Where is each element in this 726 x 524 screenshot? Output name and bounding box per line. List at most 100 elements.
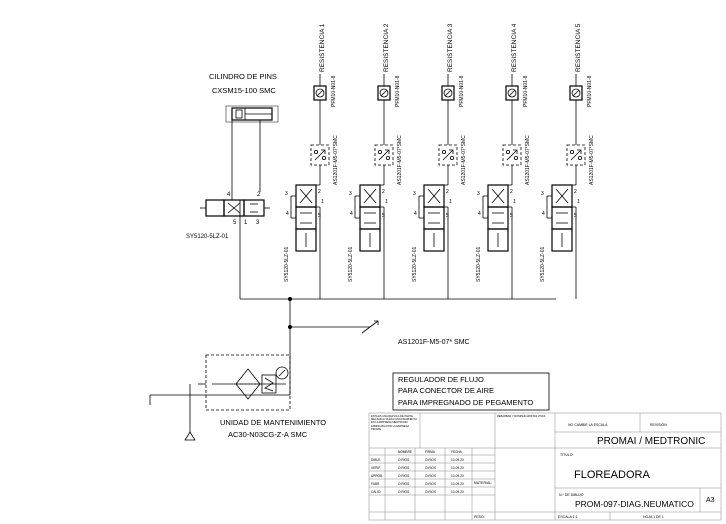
- port-label: 2: [318, 189, 321, 195]
- sensor-label: PFM10-N01-8: [331, 75, 337, 107]
- row-sign: O.RIOS: [425, 474, 436, 478]
- header-sign: FIRMA: [425, 450, 436, 454]
- port-label: 3: [285, 191, 288, 197]
- title-label: TÍTULO:: [560, 453, 573, 457]
- company-name: PROMAI / MEDTRONIC: [597, 436, 705, 447]
- sensor-label: PFM10-N01-8: [587, 75, 593, 107]
- port-label: 2: [446, 189, 449, 195]
- main-flow-regulator-icon: AS1201F-M5-07* SMC: [361, 320, 470, 346]
- drawing-title: FLOREADORA: [574, 469, 650, 481]
- drawing-number: PROM-097-DIAG.NEUMATICO: [575, 499, 694, 509]
- port-label: 4: [414, 211, 417, 217]
- resistance-branch: RESISTENCIA 3PFM10-N01-8AS1201F-M5-07*SM…: [412, 23, 467, 299]
- port-label: 2: [382, 189, 385, 195]
- row-name: O.RIOS: [398, 474, 409, 478]
- valve-label: SY5120-5LZ-01: [412, 246, 418, 282]
- disclaimer-text: ESTA ES UNA REPLICA DE PARTE MECANICA YA…: [371, 415, 417, 431]
- port-label: 1: [513, 199, 516, 205]
- junction-dot: [288, 297, 292, 301]
- sheet-size: A3: [706, 497, 715, 504]
- port-label: 3: [541, 191, 544, 197]
- row-date: 10-09-20: [451, 474, 464, 478]
- regulator-label: AS1201F-M5-07*SMC: [525, 135, 531, 185]
- resistance-branch: RESISTENCIA 2 PFM10-N01-8AS1201F-M5-07*SM…: [348, 23, 403, 299]
- valve-label: SY5120-5LZ-01: [284, 246, 290, 282]
- row-date: 10-09-20: [451, 466, 464, 470]
- resistance-branch: RESISTENCIA 4 PFM10-N01-8AS1201F-M5-07*SM…: [476, 23, 531, 299]
- maintenance-unit-icon: [184, 354, 291, 441]
- port-label: 2: [510, 189, 513, 195]
- resistance-branch: RESISTENCIA 1PFM10-N01-8AS1201F-M5-07*SM…: [284, 23, 339, 299]
- row-date: 10-09-20: [451, 458, 464, 462]
- port-label: 5: [446, 213, 449, 219]
- port-label: 3: [477, 191, 480, 197]
- resistance-label: RESISTENCIA 4: [511, 23, 518, 72]
- signature-row: APROB. O.RIOS O.RIOS 10-09-20: [371, 474, 464, 478]
- scale-label: ESCALA:1:1: [558, 515, 578, 519]
- cyl-port-5: 5: [233, 220, 237, 226]
- revision-label: REVISIÓN: [650, 422, 667, 427]
- main-regulator-label: AS1201F-M5-07* SMC: [398, 339, 470, 346]
- row-name: O.RIOS: [398, 466, 409, 470]
- valve-label: SY5120-5LZ-01: [476, 246, 482, 282]
- regulator-label: AS1201F-M5-07*SMC: [589, 135, 595, 185]
- material-label: MATERIAL:: [474, 481, 492, 485]
- note-box: REGULADOR DE FLUJO PARA CONECTOR DE AIRE…: [392, 372, 550, 411]
- junction-dot: [288, 325, 292, 329]
- note-line-2: PARA CONECTOR DE AIRE: [398, 386, 494, 395]
- resistance-label: RESISTENCIA 5: [575, 23, 582, 72]
- row-name: O.RIOS: [398, 458, 409, 462]
- port-label: 3: [349, 191, 352, 197]
- row-sign: O.RIOS: [425, 482, 436, 486]
- cylinder-valve-label: SY5120-5LZ-01: [186, 234, 229, 240]
- resistance-label: RESISTENCIA 3: [447, 23, 454, 72]
- port-label: 1: [385, 199, 388, 205]
- regulator-label: AS1201F-M5-07*SMC: [461, 135, 467, 185]
- sensor-label: PFM10-N01-8: [395, 75, 401, 107]
- port-label: 5: [574, 213, 577, 219]
- weight-label: PESO:: [474, 515, 485, 519]
- sensor-label: PFM10-N01-8: [523, 75, 529, 107]
- row-sign: O.RIOS: [425, 458, 436, 462]
- resistance-label: RESISTENCIA 2: [383, 23, 390, 72]
- cyl-port-3: 3: [256, 220, 260, 226]
- cylinder-line-1: CILINDRO DE PINS: [209, 72, 277, 81]
- no-scale-note: NO CAMBIE LA ESCALA: [568, 423, 608, 427]
- cyl-port-1: 1: [244, 220, 248, 226]
- regulator-label: AS1201F-M5-07*SMC: [397, 135, 403, 185]
- row-role: CALID.: [371, 490, 381, 494]
- row-name: O.RIOS: [398, 490, 409, 494]
- cylinder-valve-icon: 4 2 5 1 3: [200, 192, 270, 226]
- sheet-label: HOJA 1 DE 1: [643, 515, 664, 519]
- regulator-label: AS1201F-M5-07*SMC: [333, 135, 339, 185]
- row-sign: O.RIOS: [425, 490, 436, 494]
- note-line-3: PARA IMPREGNADO DE PEGAMENTO: [398, 398, 533, 407]
- port-label: 5: [382, 213, 385, 219]
- resistance-branch: RESISTENCIA 5 PFM10-N01-8AS1201F-M5-07*SM…: [540, 23, 595, 299]
- port-label: 3: [413, 191, 416, 197]
- row-role: DIBUJ.: [371, 458, 381, 462]
- row-role: FABR.: [371, 482, 380, 486]
- drawing-number-label: N.º DE DIBUJO: [559, 493, 584, 497]
- maintenance-line-1: UNIDAD DE MANTENIMIENTO: [220, 418, 326, 427]
- row-date: 10-09-20: [451, 482, 464, 486]
- cylinder-line-2: CXSM15-100 SMC: [212, 86, 276, 95]
- port-label: 4: [350, 211, 353, 217]
- maintenance-line-2: AC30-N03CG-Z-A SMC: [228, 430, 308, 439]
- header-date: FECHA: [451, 450, 463, 454]
- cyl-port-2: 2: [257, 192, 261, 198]
- port-label: 4: [542, 211, 545, 217]
- row-role: APROB.: [371, 474, 383, 478]
- port-label: 2: [574, 189, 577, 195]
- resistance-branches: RESISTENCIA 1PFM10-N01-8AS1201F-M5-07*SM…: [284, 23, 595, 299]
- valve-label: SY5120-5LZ-01: [348, 246, 354, 282]
- row-sign: O.RIOS: [425, 466, 436, 470]
- cylinder-icon: [225, 105, 279, 200]
- note-line-1: REGULADOR DE FLUJO: [398, 375, 484, 384]
- port-label: 1: [577, 199, 580, 205]
